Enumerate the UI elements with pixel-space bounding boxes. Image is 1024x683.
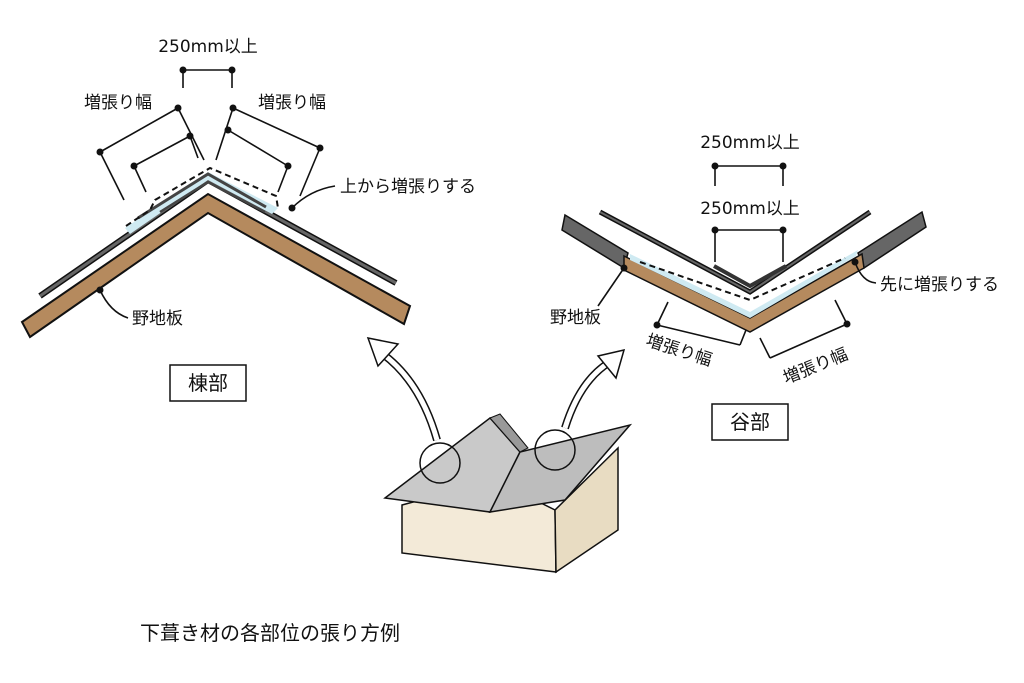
valley-overlap-dimension-inner [711,226,787,262]
ridge-dashed-outline [125,166,279,227]
ridge-width-label-right: 増張り幅 [258,93,326,113]
house-roof-right [488,423,633,513]
house-valley-strip [489,413,529,453]
valley-title: 谷部 [730,410,770,434]
valley-width-dimension-left [653,301,747,346]
figure-caption: 下葺き材の各部位の張り方例 [140,621,400,645]
ridge-title-box [169,364,247,402]
ridge-width-label-left: 増張り幅 [84,93,152,113]
valley-overlap-label-outer: 250mm以上 [700,133,800,153]
house-illustration [383,413,633,574]
ridge-note-label: 上から増張りする [340,177,476,197]
house-side-wall [554,446,619,574]
valley-width-label-right: 増張り幅 [780,345,851,389]
ridge-width-dimension-left [96,104,205,201]
ridge-highlight-circle [419,442,461,484]
valley-overlap-dimension-outer [711,162,787,186]
ridge-sheathing-board [20,192,412,339]
ridge-board-leader [99,289,129,319]
valley-title-box [711,403,789,441]
valley-extra-dashed [639,257,846,302]
valley-overlap-label-inner: 250mm以上 [700,199,800,219]
valley-highlight-circle [534,429,576,471]
valley-board-label: 野地板 [550,308,601,328]
valley-width-dimension-right [759,299,851,359]
valley-detail: 250mm以上 250mm以上 先に増張りする 野地板 増張り幅 増張り幅 谷部 [550,133,999,441]
valley-outer-board-right [857,210,927,270]
valley-top-sheet [713,264,787,289]
valley-underlay-sheet-inner [599,211,871,294]
ridge-overlap-label: 250mm以上 [158,37,258,57]
valley-board-leader [597,267,625,307]
ridge-detail: 250mm以上 増張り幅 増張り幅 上から増張りする 野地板 棟部 [20,37,476,402]
ridge-width-dimension-right [215,104,324,197]
ridge-extra-layer [125,172,278,234]
ridge-overlap-dimension [179,66,236,88]
ridge-note-leader [291,185,336,209]
valley-note-label: 先に増張りする [880,275,999,295]
ridge-title: 棟部 [188,371,228,395]
arrow-to-valley [561,348,626,430]
ridge-extra-sheet-2 [159,180,266,214]
ridge-extra-sheet [137,172,267,220]
ridge-board-label: 野地板 [132,309,183,329]
arrow-to-ridge [366,337,441,442]
